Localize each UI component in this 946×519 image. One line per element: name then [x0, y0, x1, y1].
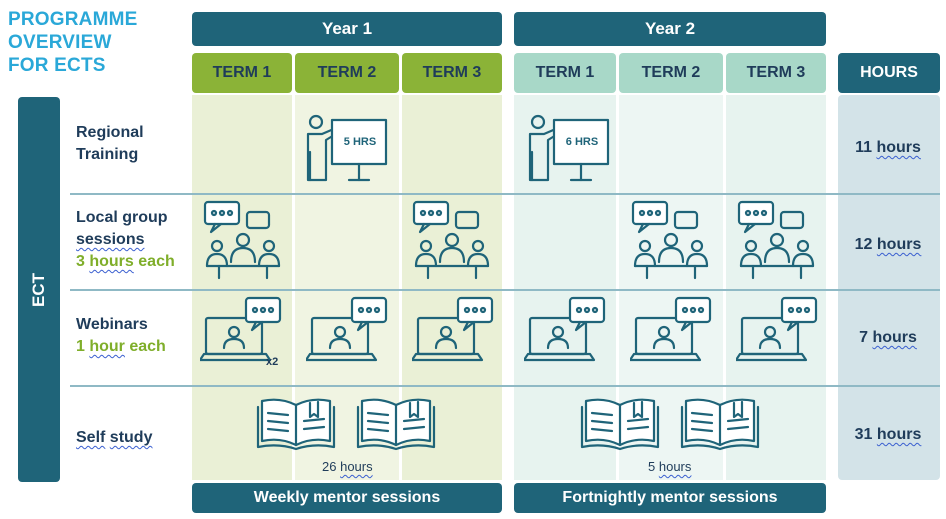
fortnightly-mentor-sessions: Fortnightly mentor sessions: [514, 483, 826, 513]
row-label-local-group: Local group sessions 3 hours each: [76, 209, 175, 270]
self-study-year2-hours: 5 hours: [648, 459, 692, 474]
row-separator: [70, 385, 940, 387]
webinar-multiplier: x2: [266, 356, 279, 368]
hours-local: 12 hours: [854, 236, 922, 253]
row-label-webinars: Webinars 1 hour each: [76, 316, 166, 355]
presenter-board-label: 5 HRS: [343, 136, 377, 148]
laptop-chat-icon: [524, 296, 606, 366]
laptop-chat-icon: [306, 296, 388, 366]
open-book-icon: [356, 397, 436, 451]
year1-term3-header: TERM 3: [402, 53, 502, 93]
group-meeting-icon: [737, 200, 817, 280]
weekly-mentor-sessions: Weekly mentor sessions: [192, 483, 502, 513]
self-study-year1-hours: 26 hours: [322, 459, 373, 474]
laptop-chat-icon: [736, 296, 818, 366]
group-meeting-icon: [412, 200, 492, 280]
year2-term1-header: TERM 1: [514, 53, 616, 93]
group-meeting-icon: [203, 200, 283, 280]
hours-self-study: 31 hours: [854, 426, 922, 443]
laptop-chat-icon: [630, 296, 712, 366]
year-1-header: Year 1: [192, 12, 502, 46]
hours-webinars: 7 hours: [859, 329, 917, 346]
year1-term1-header: TERM 1: [192, 53, 292, 93]
year2-term2-header: TERM 2: [619, 53, 723, 93]
page-title: PROGRAMME OVERVIEW FOR ECTS: [8, 9, 138, 76]
hours-column: [838, 95, 940, 480]
row-label-self-study: Self study: [76, 429, 153, 446]
row-separator: [70, 289, 940, 291]
open-book-icon: [680, 397, 760, 451]
open-book-icon: [256, 397, 336, 451]
group-meeting-icon: [631, 200, 711, 280]
open-book-icon: [580, 397, 660, 451]
presenter-board-label: 6 HRS: [565, 136, 599, 148]
presenter-icon: 6 HRS: [524, 112, 614, 184]
hours-header: HOURS: [838, 53, 940, 93]
year-2-header: Year 2: [514, 12, 826, 46]
row-label-regional-training: Regional Training: [76, 124, 144, 163]
ect-side-label: ECT: [18, 97, 60, 482]
laptop-chat-icon: [412, 296, 494, 366]
presenter-icon: 5 HRS: [302, 112, 392, 184]
row-separator: [70, 193, 940, 195]
year2-term3-header: TERM 3: [726, 53, 826, 93]
laptop-chat-icon: [200, 296, 282, 366]
hours-regional: 11 hours: [855, 139, 921, 156]
year1-term2-header: TERM 2: [295, 53, 399, 93]
